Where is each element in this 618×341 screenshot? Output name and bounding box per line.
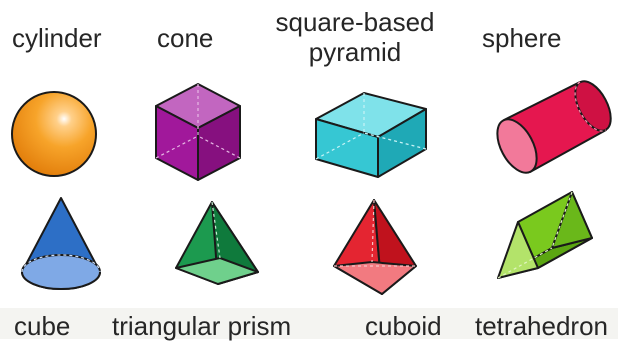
bottom-strip	[0, 308, 618, 339]
cone-shape	[21, 197, 101, 290]
label-tetrahedron: tetrahedron	[475, 311, 608, 341]
label-triangular-prism: triangular prism	[112, 311, 292, 341]
cylinder-shape	[496, 80, 612, 174]
label-cube: cube	[14, 311, 71, 341]
cuboid-shape	[315, 92, 427, 178]
label-cylinder: cylinder	[12, 23, 102, 53]
label-cuboid: cuboid	[365, 311, 442, 341]
cube-shape	[155, 83, 241, 181]
label-sphere: sphere	[482, 23, 562, 53]
square-based-pyramid-shape	[175, 201, 259, 285]
label-square-based-line1: square-based	[275, 7, 435, 37]
label-cone: cone	[157, 23, 214, 53]
label-square-based-line2: pyramid	[308, 37, 402, 67]
sphere-shape	[11, 91, 97, 177]
tetrahedron-shape	[333, 199, 417, 295]
triangular-prism-shape	[497, 191, 593, 279]
